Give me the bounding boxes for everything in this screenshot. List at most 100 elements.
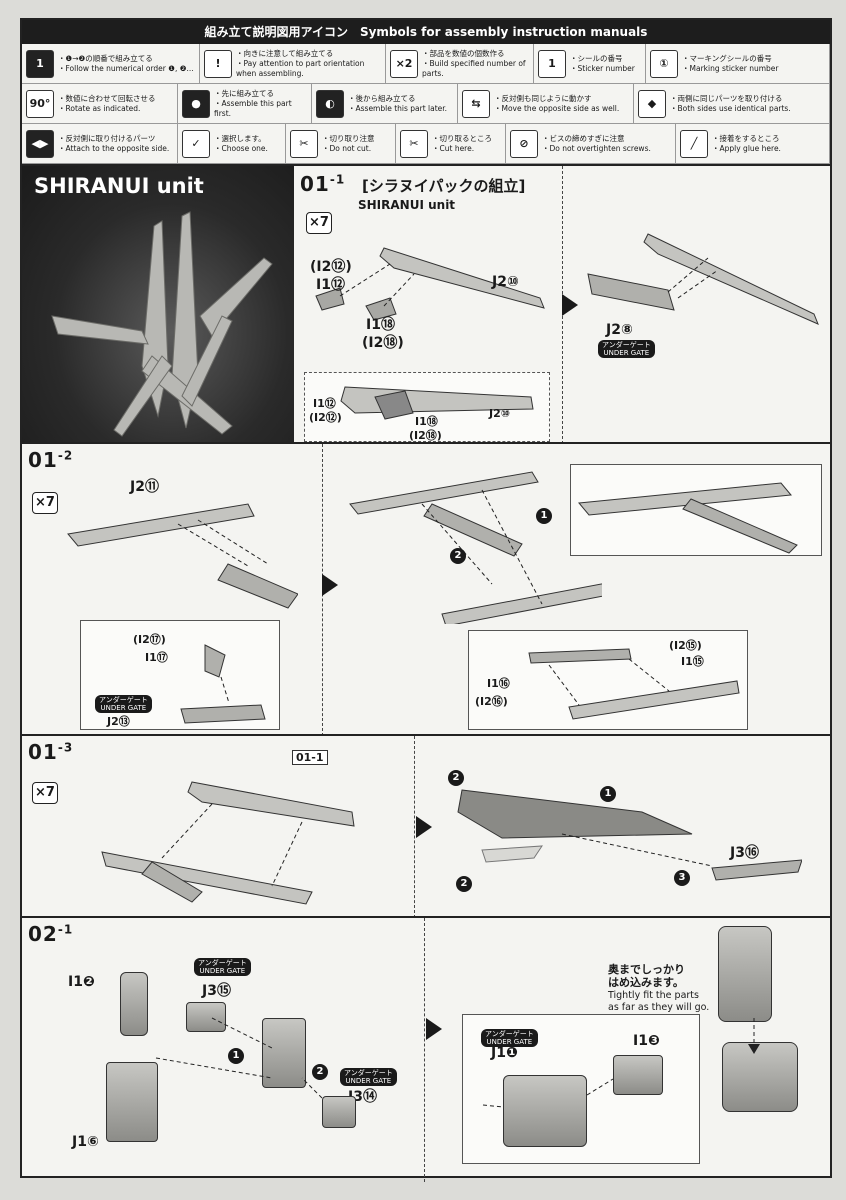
part-j3-15-shape bbox=[186, 1002, 226, 1032]
step-01-3-panel: 01-3 ×7 01-1 1 2 2 3 J3⑯ bbox=[22, 734, 830, 918]
legend-text-jp: ・選択します。 bbox=[214, 133, 266, 143]
legend-text: ・マーキングシールの番号・Marking sticker number bbox=[682, 54, 778, 74]
step-number: 02 bbox=[28, 922, 58, 946]
gate-en: UNDER GATE bbox=[603, 349, 650, 357]
gate-en: UNDER GATE bbox=[486, 1038, 533, 1046]
step-divider bbox=[414, 736, 415, 918]
legend-symbol-icon: ⊘ bbox=[510, 129, 538, 158]
quantity-badge: ×7 bbox=[32, 492, 58, 514]
legend-text-jp: ・数値に合わせて回転させる bbox=[58, 93, 156, 103]
legend-item: ◐・後から組み立てる・Assemble this part later. bbox=[312, 84, 458, 124]
legend-text-en: ・Do not cut. bbox=[322, 143, 372, 153]
legend-symbol-icon: 90° bbox=[26, 89, 54, 118]
next-arrow bbox=[416, 816, 432, 838]
step-01-2-label: 01-2 bbox=[28, 448, 74, 472]
step-sub: 3 bbox=[63, 740, 74, 755]
step-sub: 2 bbox=[63, 448, 74, 463]
part-j3-14-shape bbox=[322, 1096, 356, 1128]
legend-text: ・先に組み立てる・Assemble this part first. bbox=[214, 89, 311, 119]
part-i1-18: I1⑱ bbox=[366, 317, 395, 333]
symbol-legend: 1・❶→❷の順番で組み立てる・Follow the numerical orde… bbox=[22, 44, 830, 164]
legend-symbol-icon: ╱ bbox=[680, 129, 708, 158]
legend-item: ×2・部品を数値の個数作る・Build specified number of … bbox=[386, 44, 534, 84]
step-sub: 1 bbox=[335, 172, 346, 187]
legend-text-en: ・Do not overtighten screws. bbox=[542, 143, 651, 153]
step-number: 01 bbox=[300, 172, 330, 196]
under-gate-badge-a: アンダーゲート UNDER GATE bbox=[194, 958, 251, 976]
step-02-1-panel: 02-1 I1❷ J1⑥ アンダーゲート UNDER GATE J3⑮ 1 2 … bbox=[22, 916, 830, 1182]
legend-text: ・接着をするところ・Apply glue here. bbox=[712, 134, 781, 154]
legend-text: ・後から組み立てる・Assemble this part later. bbox=[348, 94, 447, 114]
step-01-2-diagram-a bbox=[67, 503, 298, 609]
legend-text: ・反対側も同じように動かす・Move the opposite side as … bbox=[494, 94, 619, 114]
legend-text: ・切り取るところ・Cut here. bbox=[432, 134, 492, 154]
step-number: 01 bbox=[28, 448, 58, 472]
legend-item: ✓・選択します。・Choose one. bbox=[178, 124, 286, 164]
step-sub: 1 bbox=[63, 922, 74, 937]
legend-symbol-icon: 1 bbox=[538, 49, 566, 78]
next-arrow bbox=[322, 574, 338, 596]
inset-right-parts bbox=[528, 648, 740, 720]
step-01-3-diagram-a bbox=[101, 781, 355, 905]
part-j1-6-shape bbox=[106, 1062, 158, 1142]
legend-text-en: ・Choose one. bbox=[214, 143, 268, 153]
legend-symbol-icon: ✂ bbox=[400, 129, 428, 158]
legend-text-en: ・Attach to the opposite side. bbox=[58, 143, 170, 153]
legend-text: ・選択します。・Choose one. bbox=[214, 134, 268, 154]
step-01-2-panel: 01-2 ×7 J2⑪ (I2⑰) I1⑰ アンダーゲート UNDER GATE… bbox=[22, 442, 830, 736]
step-01-1-panel: SHIRANUI unit 01-1 [シラヌイパックの組立] SHIRANUI… bbox=[22, 164, 830, 444]
legend-text: ・ビスの締めすぎに注意・Do not overtighten screws. bbox=[542, 134, 651, 154]
legend-text-jp: ・ビスの締めすぎに注意 bbox=[542, 133, 625, 143]
instruction-page: 組み立て説明図用アイコン Symbols for assembly instru… bbox=[20, 18, 832, 1182]
legend-title: 組み立て説明図用アイコン Symbols for assembly instru… bbox=[22, 20, 830, 44]
inset-part-i1-16: I1⑯ bbox=[487, 677, 510, 690]
step-02-1-label: 02-1 bbox=[28, 922, 74, 946]
legend-symbol-icon: 1 bbox=[26, 49, 54, 78]
legend-symbol-icon: ×2 bbox=[390, 49, 418, 78]
inset-part-i2-12: (I2⑫) bbox=[309, 411, 342, 424]
legend-text-jp: ・後から組み立てる bbox=[348, 93, 416, 103]
order-badge-1: 1 bbox=[600, 786, 616, 802]
gate-jp: アンダーゲート bbox=[485, 1030, 534, 1038]
inset-assembly bbox=[340, 386, 534, 420]
legend-symbol-icon: ① bbox=[650, 49, 678, 78]
step-02-1-inset: アンダーゲート UNDER GATE J1❶ I1❸ bbox=[462, 1014, 700, 1164]
legend-text-jp: ・反対側に取り付けるパーツ bbox=[58, 133, 156, 143]
part-j1-6: J1⑥ bbox=[72, 1134, 99, 1150]
shiranui-unit-render bbox=[51, 211, 273, 437]
legend-item: ✂・切り取るところ・Cut here. bbox=[396, 124, 506, 164]
inset-part-i2-16: (I2⑯) bbox=[475, 695, 508, 708]
order-badge-2: 2 bbox=[312, 1064, 328, 1080]
part-i2-12: (I2⑫) bbox=[310, 259, 352, 275]
legend-text-en: ・Sticker number bbox=[570, 63, 635, 73]
legend-text-jp: ・❶→❷の順番で組み立てる bbox=[58, 53, 153, 63]
legend-text: ・向きに注意して組み立てる・Pay attention to part orie… bbox=[236, 49, 385, 79]
hero-title: SHIRANUI unit bbox=[34, 174, 204, 198]
legend-text-jp: ・部品を数値の個数作る bbox=[422, 48, 505, 58]
step-01-1-label: 01-1 bbox=[300, 172, 346, 196]
inset-part-i2-15: (I2⑮) bbox=[669, 639, 702, 652]
legend-item: ╱・接着をするところ・Apply glue here. bbox=[676, 124, 830, 164]
inset-left-parts bbox=[180, 644, 266, 724]
gate-en: UNDER GATE bbox=[345, 1077, 392, 1085]
quantity-badge: ×7 bbox=[306, 212, 332, 234]
reference-step-01-1: 01-1 bbox=[292, 750, 328, 765]
legend-item: ◀▶・反対側に取り付けるパーツ・Attach to the opposite s… bbox=[22, 124, 178, 164]
part-i2-18: (I2⑱) bbox=[362, 335, 404, 351]
legend-symbol-icon: ✂ bbox=[290, 129, 318, 158]
order-badge-2: 2 bbox=[450, 548, 466, 564]
legend-text-en: ・Assemble this part later. bbox=[348, 103, 448, 113]
inset-part-j1-1: J1❶ bbox=[491, 1045, 518, 1061]
order-badge-2b: 2 bbox=[456, 876, 472, 892]
legend-symbol-icon: ! bbox=[204, 49, 232, 78]
part-j2-10: J2⑩ bbox=[492, 274, 519, 290]
legend-text-jp: ・先に組み立てる bbox=[214, 88, 274, 98]
step-01-3-diagram-b bbox=[457, 789, 802, 881]
part-j3-16: J3⑯ bbox=[730, 845, 759, 861]
legend-item: ✂・切り取り注意・Do not cut. bbox=[286, 124, 396, 164]
inset-i1-3-shape bbox=[613, 1055, 663, 1095]
legend-item: ●・先に組み立てる・Assemble this part first. bbox=[178, 84, 312, 124]
legend-text-jp: ・反対側も同じように動かす bbox=[494, 93, 592, 103]
arm-part-shape bbox=[718, 926, 772, 1022]
legend-symbol-icon: ⇆ bbox=[462, 89, 490, 118]
